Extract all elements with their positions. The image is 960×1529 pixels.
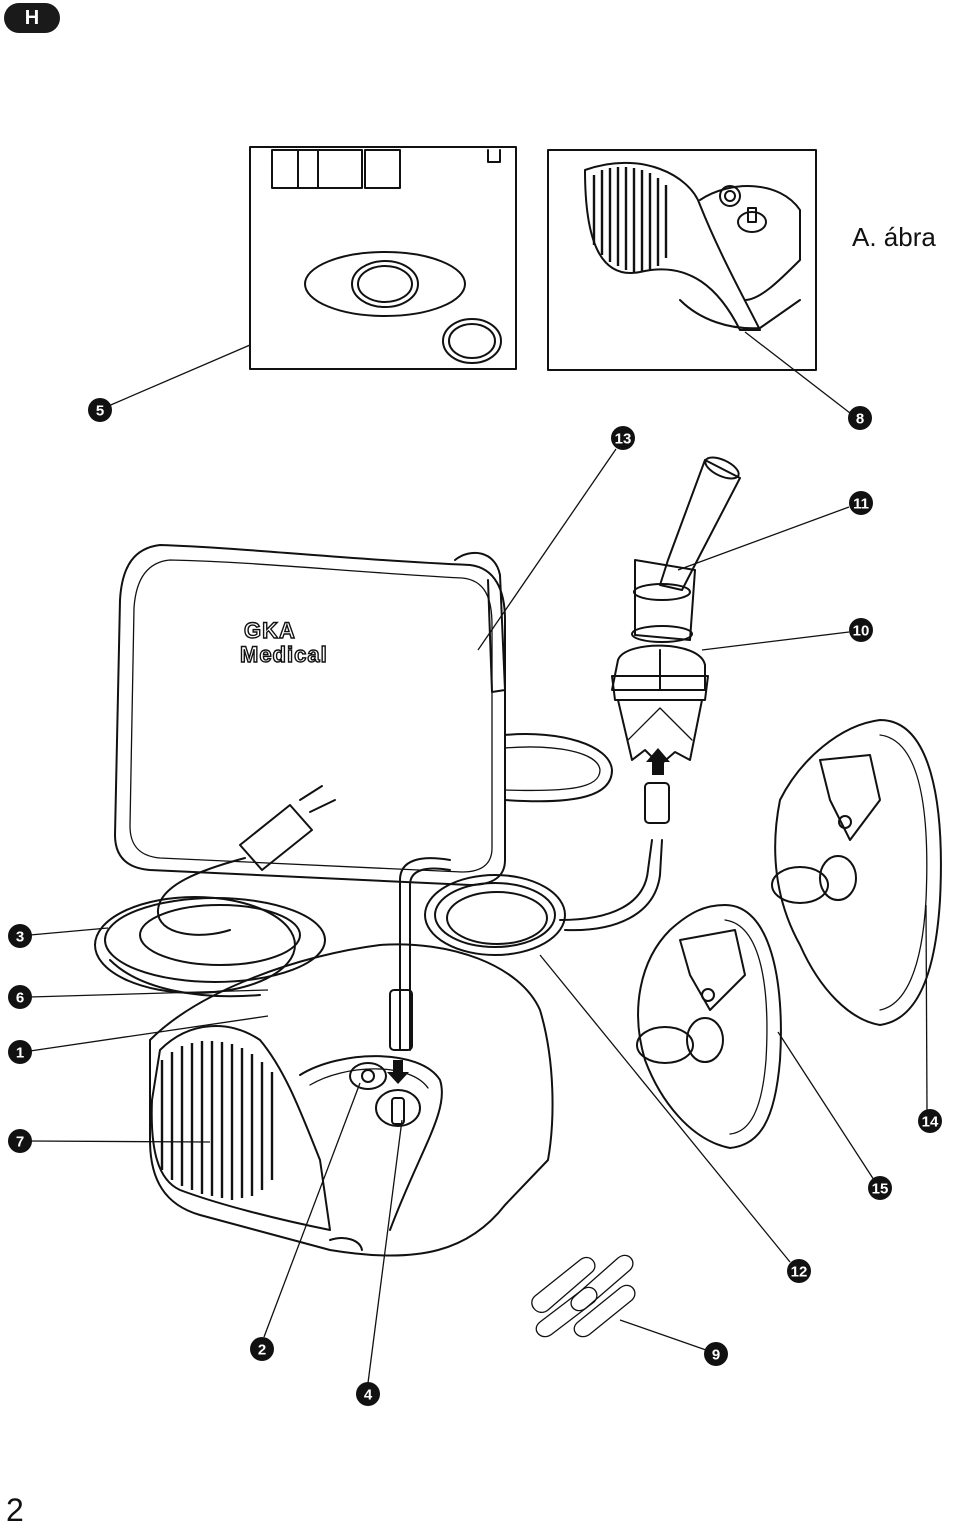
svg-text:5: 5: [96, 403, 104, 420]
callout-12: 12: [787, 1259, 811, 1283]
callout-1: 1: [8, 1040, 32, 1064]
svg-text:12: 12: [791, 1264, 808, 1281]
mask-child: [636, 904, 782, 1149]
mask-adult: [771, 719, 942, 1026]
svg-text:9: 9: [712, 1347, 720, 1364]
compressor-unit: [149, 943, 554, 1257]
callout-11: 11: [849, 491, 873, 515]
callout-2: 2: [250, 1337, 274, 1361]
svg-text:8: 8: [856, 411, 864, 428]
svg-text:4: 4: [364, 1387, 373, 1404]
brand-line-2: Medical: [240, 642, 328, 667]
callout-5: 5: [88, 398, 112, 422]
svg-text:10: 10: [853, 623, 870, 640]
callout-10: 10: [849, 618, 873, 642]
callout-7: 7: [8, 1129, 32, 1153]
air-tube: [389, 839, 663, 1051]
svg-text:6: 6: [16, 990, 24, 1007]
callout-4: 4: [356, 1382, 380, 1406]
svg-text:13: 13: [615, 431, 632, 448]
callout-14: 14: [918, 1109, 942, 1133]
leader-lines: [29, 331, 928, 1384]
svg-text:7: 7: [16, 1134, 24, 1151]
callout-6: 6: [8, 985, 32, 1009]
inset-front-vent: [547, 149, 817, 371]
carry-bag: GKA Medical: [114, 544, 613, 886]
power-cord: [94, 785, 336, 998]
svg-text:15: 15: [872, 1181, 889, 1198]
inset-back-panel: [249, 146, 517, 370]
svg-text:11: 11: [853, 496, 869, 513]
svg-text:3: 3: [16, 929, 24, 946]
callout-9: 9: [704, 1342, 728, 1366]
svg-text:2: 2: [258, 1342, 266, 1359]
language-badge: H: [4, 3, 60, 33]
svg-text:14: 14: [922, 1114, 939, 1131]
spare-filters: [531, 1254, 636, 1338]
callout-15: 15: [868, 1176, 892, 1200]
callout-13: 13: [611, 426, 635, 450]
callout-3: 3: [8, 924, 32, 948]
nebulizer-cup: [611, 456, 741, 824]
page-number: 2: [6, 1492, 24, 1528]
figure-title: A. ábra: [852, 222, 936, 252]
callout-8: 8: [848, 406, 872, 430]
brand-line-1: GKA: [244, 618, 296, 643]
svg-text:1: 1: [16, 1045, 24, 1062]
